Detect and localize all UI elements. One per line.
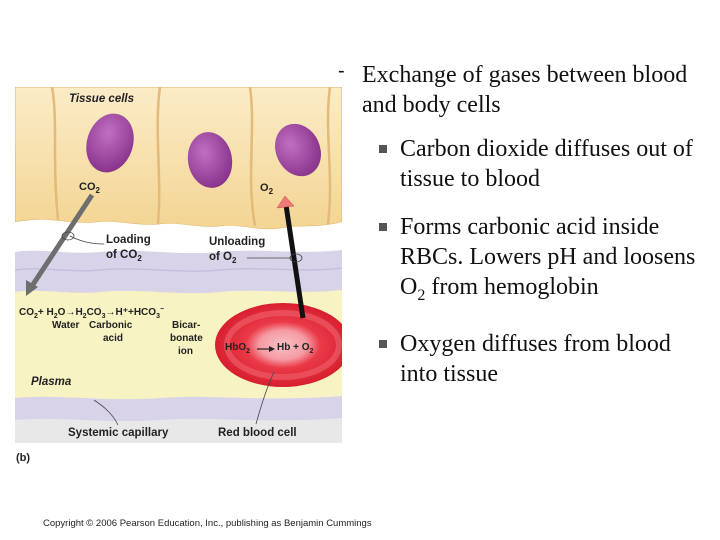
o2-label: O2 [260, 182, 274, 196]
co2-loading-arrow [29, 193, 95, 288]
bullet-list: - Exchange of gases between blood and bo… [338, 60, 708, 407]
main-bullet: - Exchange of gases between blood and bo… [338, 60, 708, 120]
bicarbonate-label-line2: bonate [170, 333, 203, 344]
bicarbonate-label-line1: Bicar- [172, 320, 200, 331]
unloading-label-line2: of O2 [209, 251, 237, 265]
co2-label: CO2 [79, 181, 101, 195]
bicarbonate-equation: CO2+ H2O→H2CO3→H⁺+HCO3− [19, 306, 164, 320]
unloading-label-line1: Unloading [209, 236, 265, 248]
plasma-label: Plasma [31, 376, 72, 388]
nucleus-3 [275, 123, 321, 177]
leader-lines [61, 231, 303, 426]
nucleus-1 [86, 113, 134, 173]
water-label: Water [52, 320, 80, 331]
square-bullet-icon [379, 223, 387, 231]
interstitial-space [15, 219, 342, 254]
sub-bullet-1: Carbon dioxide diffuses out of tissue to… [338, 134, 708, 194]
hb-o2-label: Hb + O2 [277, 342, 314, 355]
panel-letter: (b) [16, 452, 30, 464]
systemic-capillary-label: Systemic capillary [68, 427, 169, 439]
square-bullet-icon [379, 145, 387, 153]
sub-bullet-3: Oxygen diffuses from blood into tissue [338, 329, 708, 389]
co2-arrow-head [26, 280, 38, 296]
square-bullet-icon [379, 339, 387, 348]
sub-bullet-list: Carbon dioxide diffuses out of tissue to… [338, 134, 708, 389]
red-blood-cell [215, 303, 342, 387]
tissue-cells-label: Tissue cells [69, 93, 134, 105]
sub-bullet-2: Forms carbonic acid inside RBCs. Lowers … [338, 212, 708, 311]
red-blood-cell-label: Red blood cell [218, 427, 297, 439]
carbonic-label-line1: Carbonic [89, 320, 133, 331]
loading-label-line1: Loading [106, 234, 151, 246]
main-bullet-text: Exchange of gases between blood and body… [362, 62, 688, 118]
o2-arrow-head [276, 195, 295, 209]
dash-bullet-icon: - [338, 60, 345, 82]
sub-bullet-2-text: Forms carbonic acid inside RBCs. Lowers … [400, 214, 696, 304]
copyright-notice: Copyright © 2006 Pearson Education, Inc.… [43, 518, 372, 529]
capillary-wall [15, 250, 342, 294]
carbonic-label-line2: acid [103, 333, 123, 344]
nucleus-2 [187, 132, 233, 188]
tissue-cell-boundaries [50, 87, 332, 227]
hbo2-label: HbO2 [225, 342, 250, 355]
loading-label-line2: of CO2 [106, 249, 142, 263]
bicarbonate-label-line3: ion [178, 346, 193, 357]
sub-bullet-1-text: Carbon dioxide diffuses out of tissue to… [400, 136, 693, 192]
lower-capillary-wall [15, 396, 342, 422]
sub-bullet-3-text: Oxygen diffuses from blood into tissue [400, 330, 671, 387]
